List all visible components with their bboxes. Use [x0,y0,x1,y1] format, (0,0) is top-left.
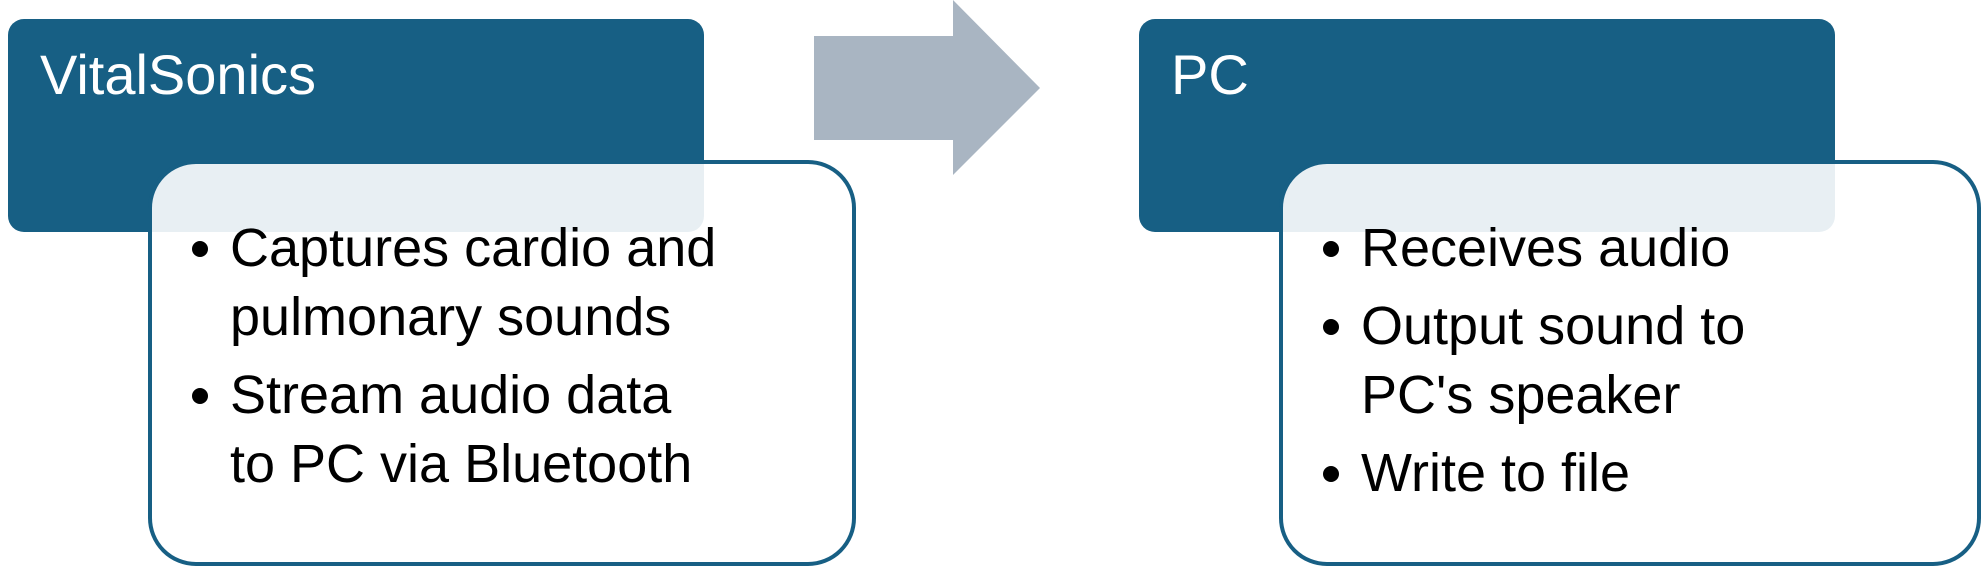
vitalsonics-bullet-stream: Stream audio data to PC via Bluetooth [190,361,832,499]
vitalsonics-title: VitalSonics [40,43,317,106]
vitalsonics-details-card: Captures cardio and pulmonary sounds Str… [148,160,856,566]
pc-bullet-list: Receives audio Output sound to PC's spea… [1321,214,1957,517]
pc-bullet-receive: Receives audio [1321,214,1957,283]
flow-arrow-icon [814,0,1040,175]
pc-title: PC [1171,43,1249,106]
vitalsonics-bullet-list: Captures cardio and pulmonary sounds Str… [190,214,832,508]
pc-details-card: Receives audio Output sound to PC's spea… [1279,160,1981,566]
pc-bullet-write: Write to file [1321,439,1957,508]
pc-bullet-output: Output sound to PC's speaker [1321,292,1957,430]
vitalsonics-bullet-capture: Captures cardio and pulmonary sounds [190,214,832,352]
